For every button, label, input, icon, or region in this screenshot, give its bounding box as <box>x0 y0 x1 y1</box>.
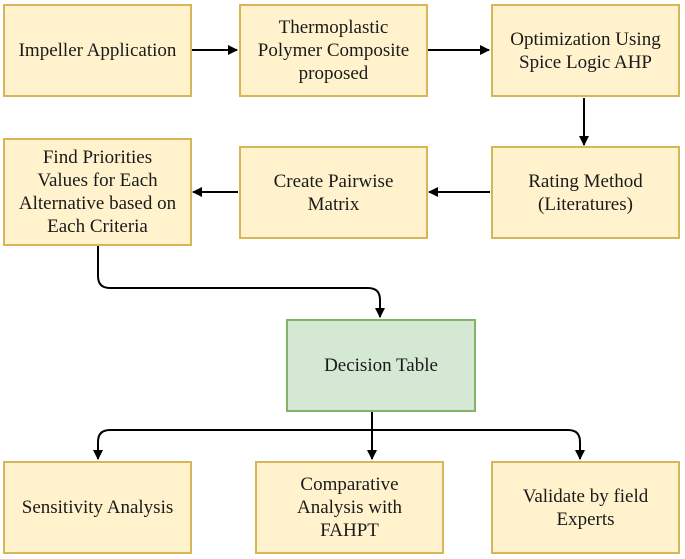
pairwise-matrix-label: Create Pairwise Matrix <box>273 170 394 215</box>
comparative-analysis-box: Comparative Analysis with FAHPT <box>255 461 444 554</box>
arrow-decision-to-validate <box>372 429 585 460</box>
comparative-analysis-label: Comparative Analysis with FAHPT <box>296 474 403 541</box>
thermoplastic-polymer-box: Thermoplastic Polymer Composite proposed <box>239 4 428 97</box>
validate-experts-label: Validate by field Experts <box>522 485 649 530</box>
arrow-decision-to-sensitivity <box>93 429 372 460</box>
sensitivity-analysis-box: Sensitivity Analysis <box>3 461 192 554</box>
find-priorities-label: Find Priorities Values for Each Alternat… <box>18 147 177 237</box>
rating-method-box: Rating Method (Literatures) <box>491 146 680 239</box>
validate-experts-box: Validate by field Experts <box>491 461 680 554</box>
sensitivity-analysis-label: Sensitivity Analysis <box>21 497 174 518</box>
decision-table-label: Decision Table <box>324 355 438 376</box>
thermoplastic-polymer-label: Thermoplastic Polymer Composite proposed <box>257 17 410 84</box>
decision-table-box: Decision Table <box>286 319 476 412</box>
optimization-ahp-label: Optimization Using Spice Logic AHP <box>510 28 661 73</box>
find-priorities-box: Find Priorities Values for Each Alternat… <box>3 138 192 246</box>
pairwise-matrix-box: Create Pairwise Matrix <box>239 146 428 239</box>
optimization-ahp-box: Optimization Using Spice Logic AHP <box>491 4 680 97</box>
impeller-application-box: Impeller Application <box>3 4 192 97</box>
rating-method-label: Rating Method (Literatures) <box>528 170 643 215</box>
arrow-priorities-to-decision <box>97 246 385 318</box>
impeller-application-label: Impeller Application <box>18 40 177 61</box>
